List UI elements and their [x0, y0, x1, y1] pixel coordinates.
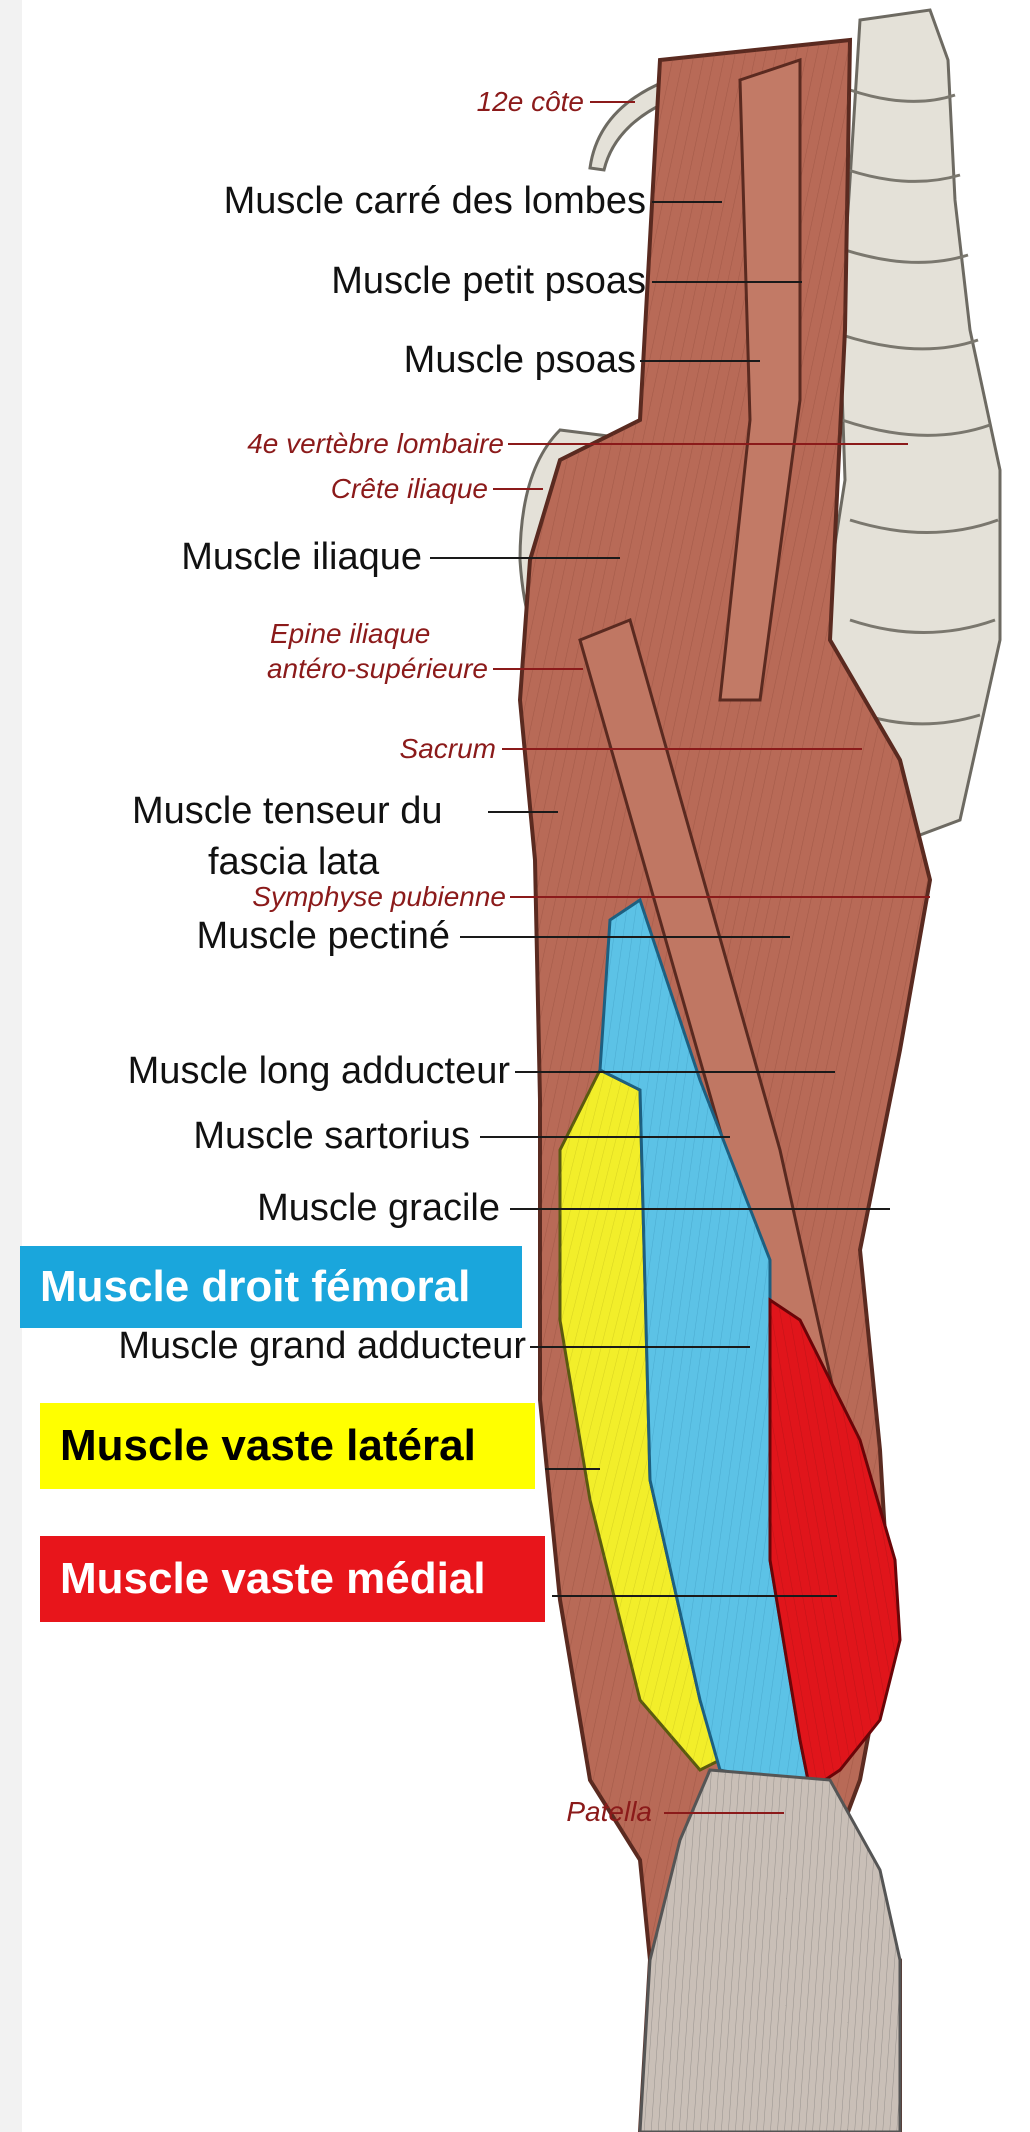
label-asis-line1: Epine iliaque — [270, 620, 430, 648]
label-psoas-minor: Muscle petit psoas — [331, 262, 646, 300]
label-lumbar-vertebra-4: 4e vertèbre lombaire — [247, 430, 504, 458]
leader-patella — [664, 1812, 784, 1814]
label-pectineus: Muscle pectiné — [197, 917, 450, 955]
label-gracilis: Muscle gracile — [257, 1189, 500, 1227]
leader-pectineus — [460, 936, 790, 938]
label-tfl-line2: fascia lata — [208, 843, 379, 881]
leader-sacrum — [502, 748, 862, 750]
label-quadratus-lumborum: Muscle carré des lombes — [224, 182, 646, 220]
label-iliacus: Muscle iliaque — [181, 538, 422, 576]
label-patella: Patella — [566, 1798, 652, 1826]
leader-pubic-symphysis — [510, 896, 930, 898]
leader-vastus-lateralis — [545, 1468, 600, 1470]
leader-lumbar4 — [508, 443, 908, 445]
label-sartorius: Muscle sartorius — [193, 1117, 470, 1155]
leader-adductor-magnus — [530, 1346, 750, 1348]
leader-iliacus — [430, 557, 620, 559]
leader-psoas — [640, 360, 760, 362]
leader-sartorius — [480, 1136, 730, 1138]
highlight-rectus-femoris: Muscle droit fémoral — [20, 1246, 522, 1328]
leader-gracilis — [510, 1208, 890, 1210]
highlight-vastus-medialis: Muscle vaste médial — [40, 1536, 545, 1622]
label-pubic-symphysis: Symphyse pubienne — [252, 883, 506, 911]
label-adductor-longus: Muscle long adducteur — [128, 1052, 510, 1090]
leader-adductor-longus — [515, 1071, 835, 1073]
label-psoas: Muscle psoas — [404, 341, 636, 379]
label-rib12: 12e côte — [477, 88, 584, 116]
leader-quadratus — [652, 201, 722, 203]
leader-iliac-crest — [493, 488, 543, 490]
label-asis-line2: antéro-supérieure — [267, 655, 488, 683]
label-sacrum: Sacrum — [400, 735, 496, 763]
label-adductor-magnus: Muscle grand adducteur — [118, 1327, 526, 1365]
label-tfl-line1: Muscle tenseur du — [132, 792, 443, 830]
leader-vastus-medialis — [552, 1595, 837, 1597]
label-iliac-crest: Crête iliaque — [331, 475, 488, 503]
leader-rib12 — [590, 101, 635, 103]
leader-asis — [493, 668, 583, 670]
highlight-vastus-lateralis: Muscle vaste latéral — [40, 1403, 535, 1489]
leader-psoas-minor — [652, 281, 802, 283]
leader-tfl — [488, 811, 558, 813]
